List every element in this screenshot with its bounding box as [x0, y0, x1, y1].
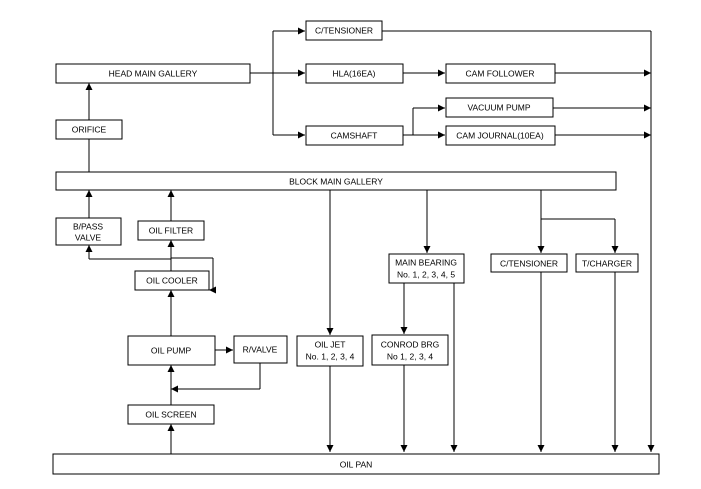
oil-filter-label: OIL FILTER	[149, 225, 193, 235]
c-tensioner-bottom-label: C/TENSIONER	[500, 258, 558, 268]
conrod-brg-label-line1: CONROD BRG	[381, 339, 440, 349]
cam-follower-label: CAM FOLLOWER	[466, 68, 535, 78]
main-bearing-label-line1: MAIN BEARING	[395, 257, 457, 267]
bpass-valve-label-line1: B/PASS	[73, 221, 103, 231]
oil-pump-label: OIL PUMP	[151, 345, 192, 355]
conrod-brg-box: CONROD BRG No 1, 2, 3, 4	[371, 334, 449, 366]
main-bearing-box: MAIN BEARING No. 1, 2, 3, 4, 5	[388, 253, 465, 284]
block-main-gallery-label: BLOCK MAIN GALLERY	[289, 176, 383, 186]
oil-filter-box: OIL FILTER	[137, 220, 205, 241]
camshaft-label: CAMSHAFT	[331, 130, 378, 140]
head-main-gallery-box: HEAD MAIN GALLERY	[55, 63, 251, 84]
r-valve-label: R/VALVE	[243, 344, 278, 354]
oil-pump-box: OIL PUMP	[127, 335, 216, 366]
connectors	[85, 27, 655, 454]
bpass-valve-box: B/PASS VALVE	[55, 217, 122, 246]
main-bearing-label-line2: No. 1, 2, 3, 4, 5	[397, 269, 455, 279]
camshaft-box: CAMSHAFT	[305, 125, 404, 146]
r-valve-box: R/VALVE	[233, 335, 288, 364]
c-tensioner-top-label: C/TENSIONER	[315, 25, 373, 35]
oil-pan-box: OIL PAN	[52, 453, 660, 475]
t-charger-label: T/CHARGER	[582, 258, 632, 268]
t-charger-box: T/CHARGER	[575, 253, 639, 273]
orifice-box: ORIFICE	[55, 119, 123, 140]
vacuum-pump-box: VACUUM PUMP	[445, 97, 554, 118]
oil-jet-label-line1: OIL JET	[315, 339, 346, 349]
block-main-gallery-box: BLOCK MAIN GALLERY	[55, 171, 617, 191]
vacuum-pump-label: VACUUM PUMP	[467, 102, 530, 112]
oil-screen-label: OIL SCREEN	[145, 409, 196, 419]
cam-journal-label: CAM JOURNAL(10EA)	[456, 130, 544, 140]
oil-cooler-box: OIL COOLER	[134, 270, 210, 291]
head-main-gallery-label: HEAD MAIN GALLERY	[109, 68, 198, 78]
hla-box: HLA(16EA)	[305, 63, 404, 84]
hla-label: HLA(16EA)	[333, 68, 376, 78]
oil-screen-box: OIL SCREEN	[127, 404, 215, 425]
bpass-valve-label-line2: VALVE	[75, 232, 101, 242]
oil-jet-label-line2: No. 1, 2, 3, 4	[306, 351, 355, 361]
cam-journal-box: CAM JOURNAL(10EA)	[445, 125, 556, 146]
oil-cooler-label: OIL COOLER	[146, 275, 198, 285]
conrod-brg-label-line2: No 1, 2, 3, 4	[387, 351, 434, 361]
orifice-label: ORIFICE	[72, 124, 107, 134]
cam-follower-box: CAM FOLLOWER	[445, 63, 556, 84]
c-tensioner-bottom-box: C/TENSIONER	[490, 253, 568, 273]
oil-pan-label: OIL PAN	[340, 459, 373, 469]
c-tensioner-top-box: C/TENSIONER	[305, 20, 383, 41]
oil-jet-box: OIL JET No. 1, 2, 3, 4	[296, 335, 364, 367]
